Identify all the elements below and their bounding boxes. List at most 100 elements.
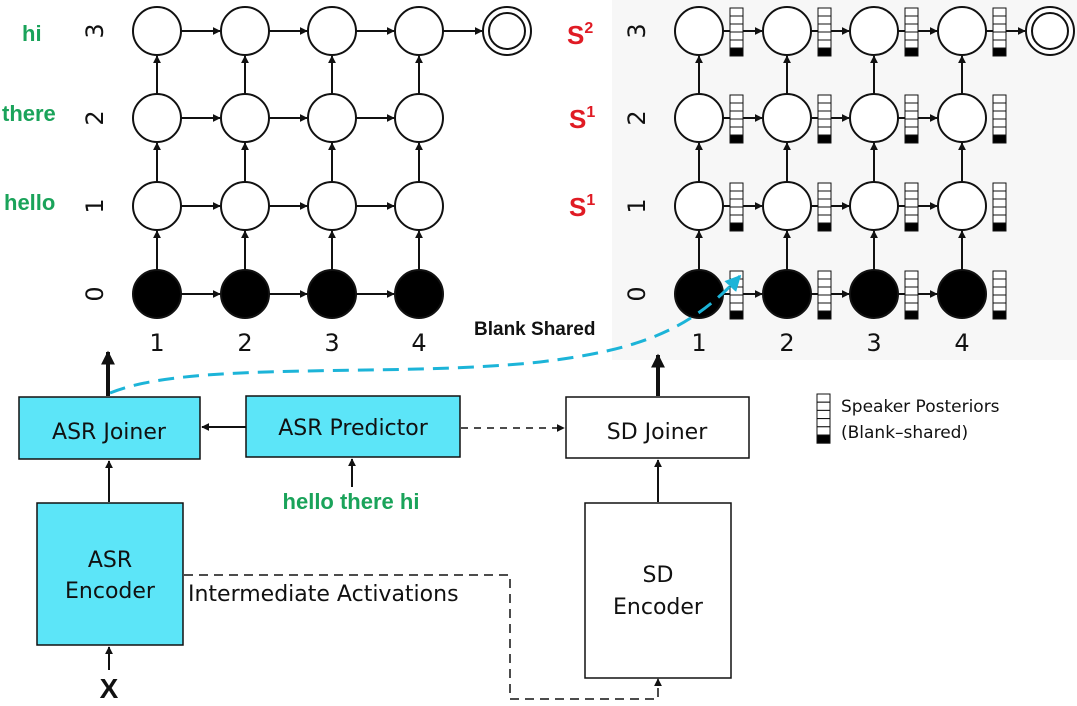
sd-lattice-posterior-cell [729,182,744,192]
sd-lattice-posterior-cell [817,310,832,320]
sd-lattice-node [674,93,724,143]
sd-lattice-posterior-cell [904,39,919,49]
sd-lattice-posterior-cell [904,102,919,112]
sd-lattice-posterior-cell [729,286,744,296]
sd-lattice-posterior-cell [729,302,744,312]
sd-lattice-posterior-cell [992,294,1007,304]
sd-lattice-y-tick: 2 [623,110,651,125]
asr-lattice-node [220,181,270,231]
sd-lattice-posterior-cell [817,294,832,304]
sd-lattice-posterior-bar [992,7,1007,57]
intermediate-activations-path [184,574,662,700]
sd-joiner-box[interactable] [565,396,750,459]
sd-lattice-posterior-cell [729,222,744,232]
sd-lattice-posterior-bar [992,182,1007,232]
sd-lattice-posterior-cell [817,182,832,192]
speaker-label-row2: S1 [569,104,595,134]
sd-lattice-posterior-cell [817,15,832,25]
sd-lattice-posterior-bar [904,94,919,144]
legend-posterior-cell [816,434,831,444]
legend-posterior-cell [816,418,831,428]
input-x-label: X [100,673,119,704]
sd-lattice-x-tick: 1 [691,329,706,357]
sd-lattice-posterior-cell [992,31,1007,41]
word-label-hello: hello [4,190,55,215]
sd-encoder-box[interactable] [584,502,732,679]
legend-posterior-cell [816,426,831,436]
sd-lattice-posterior-cell [992,110,1007,120]
sd-lattice-posterior-cell [904,47,919,57]
asr-encoder-label-line1: ASR [88,548,132,573]
sd-lattice-node [762,6,812,56]
sd-lattice-posterior-cell [817,47,832,57]
sd-lattice-posterior-cell [904,118,919,128]
sd-lattice-posterior-cell [729,294,744,304]
sd-lattice-posterior-cell [729,198,744,208]
sd-lattice-posterior-cell [729,214,744,224]
sd-lattice-posterior-bar [904,7,919,57]
sd-lattice-posterior-cell [817,118,832,128]
sd-lattice-posterior-cell [992,7,1007,17]
asr-lattice-node [220,93,270,143]
asr-lattice-blank-node [307,269,357,319]
sd-lattice-posterior-cell [817,222,832,232]
sd-lattice-posterior-cell [904,302,919,312]
sd-lattice-posterior-cell [817,214,832,224]
asr-lattice-node [307,6,357,56]
asr-lattice-node [132,181,182,231]
sd-lattice-posterior-cell [904,94,919,104]
asr-lattice-node [132,93,182,143]
sd-lattice-node [674,181,724,231]
sd-lattice-posterior-cell [904,15,919,25]
asr-lattice-y-tick: 1 [81,198,109,213]
sd-lattice-posterior-cell [904,310,919,320]
sd-lattice-posterior-cell [904,7,919,17]
sd-lattice-blank-node [849,269,899,319]
sd-lattice-posterior-cell [817,198,832,208]
sd-lattice-x-tick: 2 [779,329,794,357]
asr-lattice-node [394,6,444,56]
sd-lattice-posterior-cell [729,126,744,136]
asr-lattice-blank-node [220,269,270,319]
sd-lattice-posterior-cell [729,7,744,17]
sd-lattice-y-tick: 1 [623,198,651,213]
sd-lattice-posterior-bar [729,182,744,232]
sd-lattice-posterior-cell [817,286,832,296]
sd-lattice-posterior-cell [817,302,832,312]
asr-predictor-label: ASR Predictor [278,416,429,441]
sd-lattice-posterior-cell [817,23,832,33]
legend-posterior-cell [816,393,831,403]
sd-lattice-posterior-cell [904,182,919,192]
asr-joiner-box[interactable] [18,396,201,460]
sd-lattice-posterior-cell [992,302,1007,312]
legend-posterior-icon [816,393,831,444]
sd-lattice-posterior-bar [817,94,832,144]
asr-lattice-node [220,6,270,56]
sd-lattice-posterior-cell [817,126,832,136]
sd-lattice-posterior-cell [904,134,919,144]
sd-lattice-posterior-bar [817,270,832,320]
asr-predictor-box[interactable] [245,395,461,458]
asr-encoder-box[interactable] [36,502,184,646]
sd-lattice-posterior-bar [904,270,919,320]
blank-shared-arrow [109,274,742,395]
asr-lattice-x-tick: 3 [324,329,339,357]
sd-lattice-node [937,181,987,231]
sd-lattice-node [762,181,812,231]
sd-lattice-node [937,6,987,56]
sd-lattice-posterior-cell [992,126,1007,136]
sd-lattice-posterior-cell [729,190,744,200]
legend-line1: Speaker Posteriors [841,397,1000,417]
sd-lattice-posterior-cell [729,134,744,144]
sd-lattice-posterior-cell [992,286,1007,296]
sd-joiner-label: SD Joiner [607,420,708,445]
legend: Speaker Posteriors (Blank–shared) [816,393,1000,444]
sd-lattice-posterior-cell [729,47,744,57]
sd-lattice-posterior-cell [904,222,919,232]
sd-lattice-posterior-cell [992,310,1007,320]
sd-lattice-posterior-cell [992,134,1007,144]
sd-lattice-posterior-cell [817,134,832,144]
sd-lattice-posterior-cell [729,15,744,25]
